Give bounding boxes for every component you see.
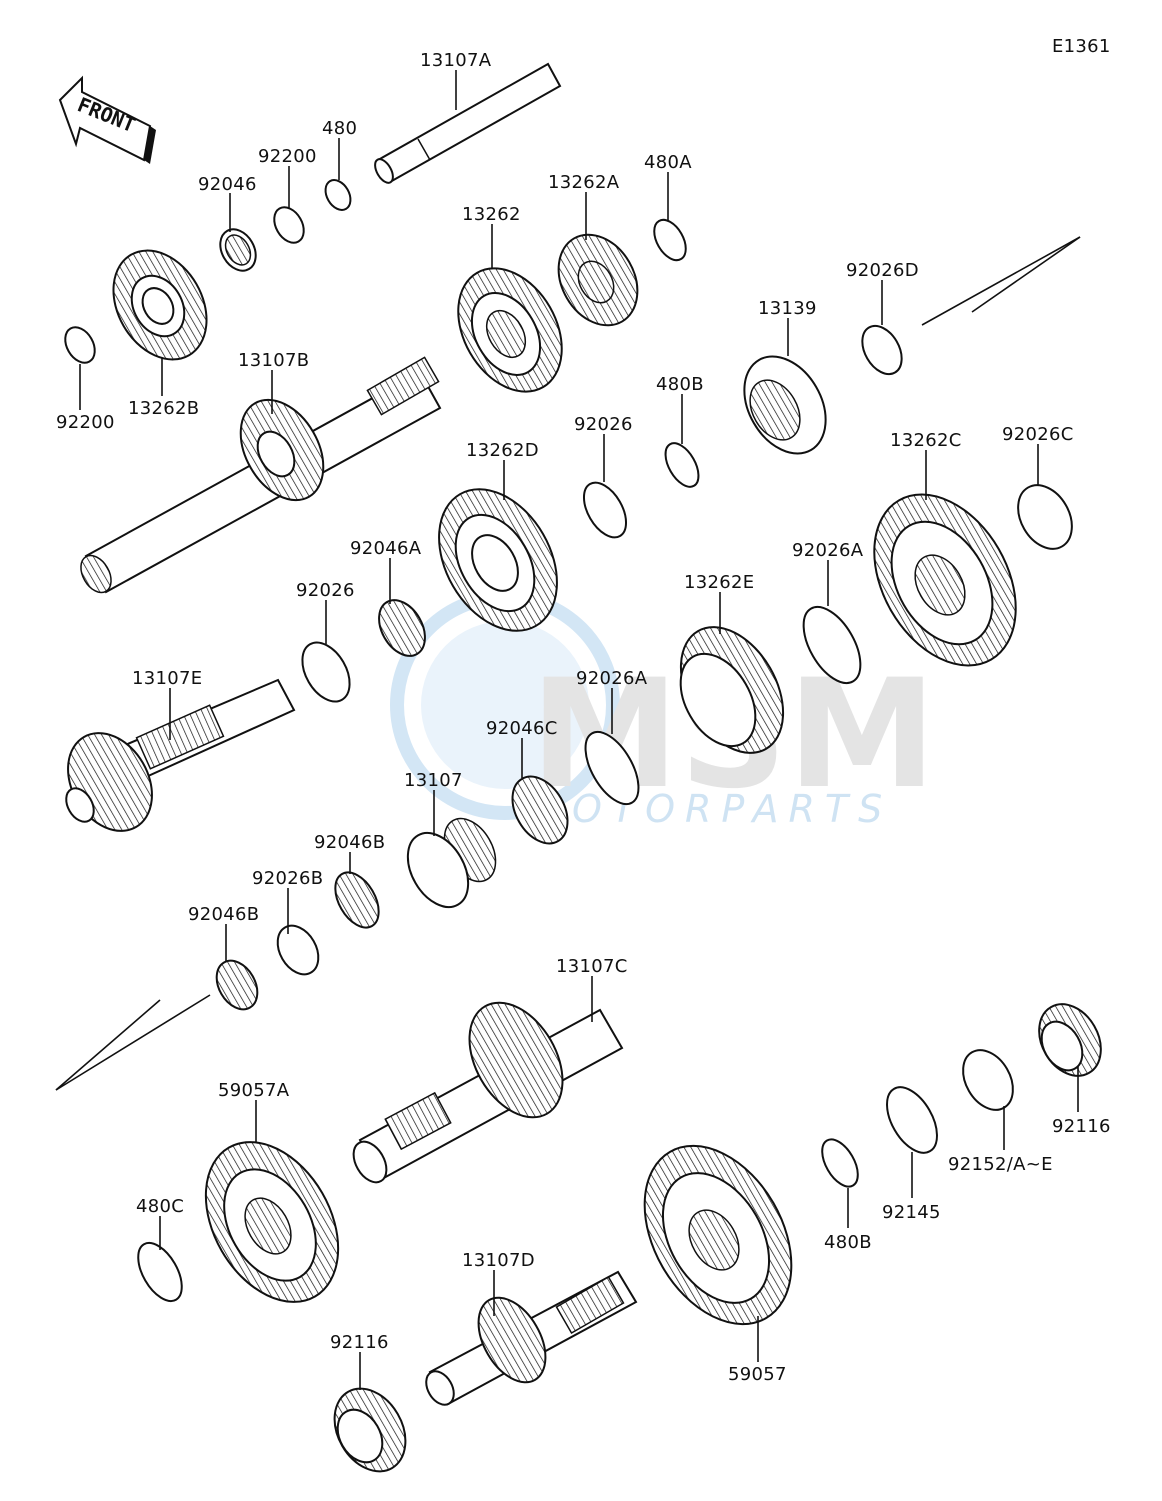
label-13262A: 13262A (548, 172, 620, 193)
washer-92026D (861, 324, 903, 376)
label-480C: 480C (136, 1196, 184, 1217)
bearing-92116-right (1038, 1003, 1102, 1077)
label-92026-left: 92026 (296, 580, 355, 601)
label-92046C: 92046C (486, 718, 558, 739)
label-92026A-mid: 92026A (576, 668, 648, 689)
watermark-globe (421, 621, 589, 789)
axis-line-upper (921, 236, 1081, 326)
washer-92026A-mid (584, 730, 640, 806)
leader-lines (79, 70, 1079, 1390)
label-92046B-left: 92046B (188, 904, 259, 925)
label-480B-bottom: 480B (824, 1232, 872, 1253)
label-92026A-right: 92026A (792, 540, 864, 561)
gear-59057 (643, 1144, 793, 1326)
snap-ring-480B-bottom (821, 1138, 859, 1188)
shaft-13107A (374, 62, 562, 184)
washer-92200-left (64, 326, 96, 364)
label-13107C: 13107C (556, 956, 628, 977)
label-92116-right: 92116 (1052, 1116, 1111, 1137)
label-480B-top: 480B (656, 374, 704, 395)
label-13107: 13107 (404, 770, 463, 791)
label-92026C: 92026C (1002, 424, 1074, 445)
label-92152: 92152/A~E (948, 1154, 1053, 1175)
watermark: MSM OTORPARTS (390, 590, 937, 831)
front-arrow: FRONT (58, 75, 156, 164)
label-92046A: 92046A (350, 538, 422, 559)
collar-92026B (276, 924, 320, 976)
label-13262E: 13262E (684, 572, 754, 593)
label-92046: 92046 (198, 174, 257, 195)
label-92200-left: 92200 (56, 412, 115, 433)
label-13107B: 13107B (238, 350, 309, 371)
shaft-13107C (352, 1001, 624, 1184)
snap-ring-480A (653, 218, 687, 262)
label-92046B-mid: 92046B (314, 832, 385, 853)
label-480: 480 (322, 118, 357, 139)
gear-13262 (457, 267, 563, 393)
shaft-13107D (425, 1270, 638, 1406)
label-92116-bottom: 92116 (330, 1332, 389, 1353)
washer-92026-mid (582, 481, 628, 539)
label-92026-mid: 92026 (574, 414, 633, 435)
gear-59057A (204, 1141, 340, 1303)
bearing-92046B-mid (334, 871, 380, 929)
diagram-id: E1361 (1052, 36, 1111, 57)
shaft-13107B (80, 356, 442, 594)
label-92200-top: 92200 (258, 146, 317, 167)
label-13262: 13262 (462, 204, 521, 225)
label-92145: 92145 (882, 1202, 941, 1223)
washer-92026A-right (802, 606, 862, 684)
label-13107E: 13107E (132, 668, 202, 689)
bearing-92046C (511, 775, 569, 845)
label-13262D: 13262D (466, 440, 539, 461)
gear-13262B (112, 249, 208, 361)
axis-line-lower (55, 999, 161, 1091)
part-labels: 13107A 480 92200 92046 13262A 480A 13262… (56, 50, 1111, 1385)
bearing-92046B-left (215, 959, 259, 1011)
label-13262C: 13262C (890, 430, 962, 451)
snap-ring-480B-top (664, 442, 700, 488)
washer-92026-left (301, 641, 351, 703)
bearing-92046 (219, 228, 257, 272)
washer-92145 (886, 1086, 938, 1154)
bearing-92116-bottom (333, 1387, 407, 1473)
washer-92200-top (273, 206, 305, 244)
label-13262B: 13262B (128, 398, 199, 419)
shift-hub-13139 (743, 355, 827, 455)
label-59057A: 59057A (218, 1080, 290, 1101)
snap-ring-480C (137, 1242, 183, 1302)
snap-ring-480 (324, 179, 352, 211)
washer-92026C (1017, 484, 1073, 550)
label-59057: 59057 (728, 1364, 787, 1385)
shaft-13107E (65, 678, 296, 832)
bearing-92046A (378, 599, 426, 657)
gear-13262A (557, 233, 639, 327)
label-13107A: 13107A (420, 50, 492, 71)
gear-13262D (438, 488, 558, 632)
label-92026D: 92026D (846, 260, 919, 281)
label-13107D: 13107D (462, 1250, 535, 1271)
label-13139: 13139 (758, 298, 817, 319)
collar-13107 (406, 817, 497, 908)
gear-13262C (873, 493, 1017, 667)
gear-13262E (679, 626, 785, 754)
label-92026B: 92026B (252, 868, 323, 889)
label-480A: 480A (644, 152, 692, 173)
spacer-92152 (962, 1049, 1014, 1111)
